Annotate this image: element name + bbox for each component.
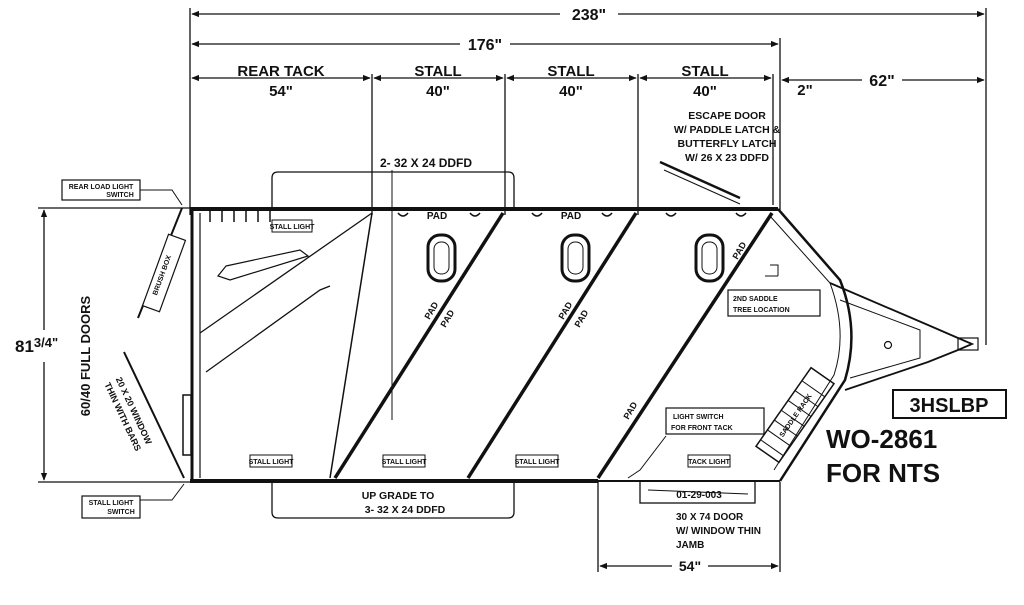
compartment-size-rear-tack: 54" (269, 83, 293, 100)
dim-width: 813/4" (15, 335, 58, 356)
side-door-line1: 30 X 74 DOOR (676, 512, 744, 523)
stall-light-switch-line2: SWITCH (107, 509, 135, 516)
work-order: WO-2861 (826, 424, 937, 454)
escape-door-line4: W/ 26 X 23 DDFD (685, 152, 769, 164)
stall-light-label: STALL LIGHT (515, 459, 561, 466)
compartment-name-stall-1: STALL (414, 63, 461, 80)
full-doors-label: 60/40 FULL DOORS (78, 295, 93, 416)
pad-labels: PAD PAD PAD PAD PAD PAD PAD PAD (422, 211, 748, 421)
saddle-tree-line1: 2ND SADDLE (733, 296, 778, 303)
light-fixtures: STALL LIGHT STALL LIGHT STALL LIGHT STAL… (249, 219, 731, 468)
rear-load-switch-line1: REAR LOAD LIGHT (69, 184, 134, 191)
compartment-name-stall-3: STALL (681, 63, 728, 80)
pad-label: PAD (556, 300, 574, 321)
model-number: 3HSLBP (910, 395, 989, 417)
pad-label: PAD (561, 211, 581, 222)
upgrade-line1: UP GRADE TO (362, 490, 435, 502)
side-door-line2: W/ WINDOW THIN (676, 526, 761, 537)
tie-rings (209, 211, 747, 222)
trailer-body (123, 160, 979, 519)
stall-light-label: STALL LIGHT (249, 459, 295, 466)
escape-door-line2: W/ PADDLE LATCH & (674, 124, 781, 136)
compartment-size-stall-1: 40" (426, 83, 450, 100)
dim-body-length: 176" (468, 37, 502, 54)
front-tack-switch-line1: LIGHT SWITCH (673, 414, 724, 421)
front-tack-switch-line2: FOR FRONT TACK (671, 425, 733, 432)
ddfd-top-label: 2- 32 X 24 DDFD (380, 156, 472, 170)
saddle-tree-line2: TREE LOCATION (733, 307, 790, 314)
compartment-size-stall-2: 40" (559, 83, 583, 100)
compartment-name-stall-2: STALL (547, 63, 594, 80)
part-number: 01-29-003 (676, 490, 722, 501)
callouts: REAR LOAD LIGHT SWITCH STALL LIGHT SWITC… (61, 179, 821, 519)
dim-gap: 2" (797, 82, 812, 99)
customer: FOR NTS (826, 458, 940, 488)
tack-light-label: TACK LIGHT (688, 459, 731, 466)
dim-tongue: 62" (869, 73, 894, 90)
stall-light-switch-line1: STALL LIGHT (89, 500, 135, 507)
stall-light-label: STALL LIGHT (382, 459, 428, 466)
annotations: 2- 32 X 24 DDFD ESCAPE DOOR W/ PADDLE LA… (78, 110, 1007, 551)
pad-label: PAD (427, 211, 447, 222)
side-door-line3: JAMB (676, 540, 704, 551)
upgrade-line2: 3- 32 X 24 DDFD (365, 504, 446, 516)
dim-overall: 238" (572, 7, 606, 24)
compartment-name-rear-tack: REAR TACK (237, 63, 324, 80)
stall-light-label: STALL LIGHT (270, 224, 316, 231)
escape-door-line3: BUTTERFLY LATCH (678, 138, 777, 150)
compartment-size-stall-3: 40" (693, 83, 717, 100)
dimension-lines (38, 8, 987, 572)
escape-door-line1: ESCAPE DOOR (688, 110, 766, 122)
rear-load-switch-line2: SWITCH (106, 192, 134, 199)
dim-side-door: 54" (679, 558, 701, 574)
dimension-text: 238" 176" 62" 2" 54" 813/4" REAR TACK 54… (15, 7, 895, 574)
